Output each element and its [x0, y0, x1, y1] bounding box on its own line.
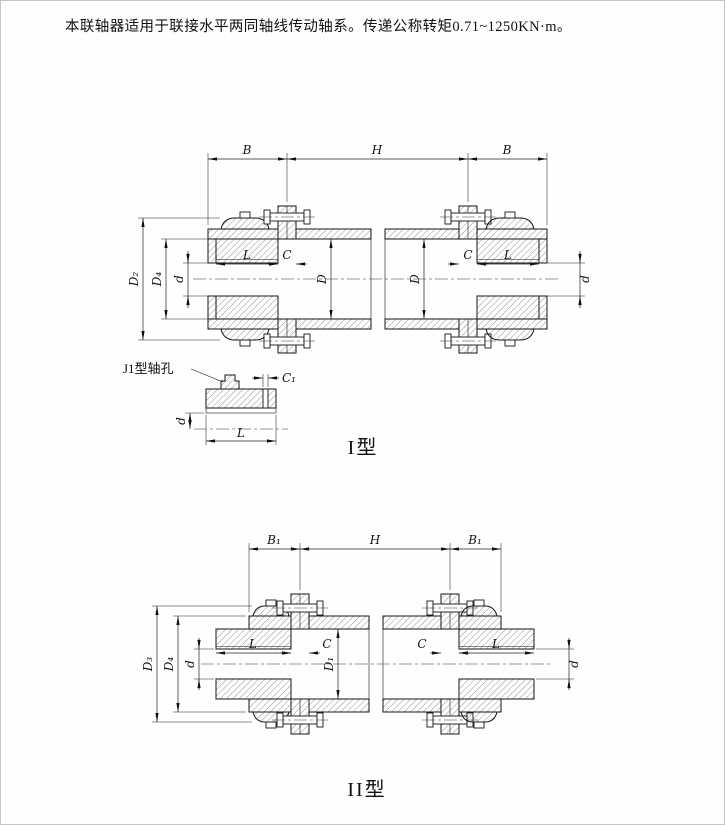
dim-label-h2: H — [369, 533, 381, 547]
dim-label-l-left-2: L — [248, 637, 257, 651]
type2-left-flange-bolts — [272, 593, 328, 735]
dim-label-d2: D₂ — [127, 272, 141, 288]
type2-right-dimensions: d — [536, 638, 581, 690]
type1-inner-dimensions: L C D D C L — [216, 239, 539, 319]
dim-label-b-left: B — [242, 143, 252, 157]
type1-left-flange-bolts — [259, 205, 315, 354]
dim-label-c-right-2: C — [417, 637, 426, 651]
dim-label-l-right: L — [503, 248, 512, 262]
dim-label-detail-l: L — [236, 426, 245, 440]
description-text: 本联轴器适用于联接水平两同轴线传动轴系。传递公称转矩0.71~1250KN·m。 — [65, 19, 572, 35]
dim-label-d-bore-right-2: d — [567, 660, 581, 668]
type2-inner-dimensions: L C D₁ C L — [216, 629, 534, 699]
type1-drawing: B H B D₂ D₄ d — [123, 143, 592, 459]
dim-label-h: H — [371, 143, 383, 157]
type1-j1-detail: C₁ L d J1型轴孔 — [123, 361, 296, 445]
dim-label-b-right: B — [502, 143, 512, 157]
type1-caption: I型 — [348, 436, 379, 459]
type1-right-dimensions: d — [541, 251, 592, 308]
dim-label-d-bore-right: d — [578, 275, 592, 283]
dim-label-c-left-2: C — [322, 637, 331, 651]
dim-label-d4-2: D₄ — [162, 657, 176, 673]
type1-right-flange-bolts — [440, 205, 496, 354]
type1-left-hub — [215, 238, 279, 320]
type2-right-hub — [458, 628, 535, 700]
dim-label-l-right-2: L — [491, 637, 500, 651]
dim-label-d-bore-left: d — [172, 275, 186, 283]
dim-label-bore-right: D — [408, 274, 422, 285]
type2-spacer-tube — [308, 615, 442, 713]
dim-label-c1: C₁ — [282, 371, 296, 385]
type1-top-dimensions: B H B — [207, 143, 548, 225]
type2-right-sleeve — [458, 599, 502, 729]
type2-drawing: B₁ H B₁ D₃ D₄ d — [141, 533, 581, 801]
type2-caption: II型 — [347, 778, 386, 801]
dim-label-c-right: C — [463, 248, 472, 262]
type2-top-dimensions: B₁ H B₁ — [248, 533, 502, 612]
dim-label-detail-d: d — [174, 417, 188, 425]
type1-right-hub — [476, 238, 540, 320]
dim-label-d4: D₄ — [150, 272, 164, 288]
dim-label-d3: D₃ — [141, 657, 155, 673]
dim-label-bore-left: D — [315, 274, 329, 285]
dim-label-d1-bore: D₁ — [322, 657, 336, 672]
dim-label-c-left: C — [282, 248, 291, 262]
dim-label-d-bore-left-2: d — [183, 660, 197, 668]
type1-left-dimensions: D₂ D₄ d — [127, 217, 220, 341]
dim-label-b1-right: B₁ — [467, 533, 482, 547]
type2-left-dimensions: D₃ D₄ d — [141, 605, 252, 723]
dim-label-l-left: L — [242, 248, 251, 262]
dim-label-b1-left: B₁ — [266, 533, 281, 547]
j1-detail-label: J1型轴孔 — [123, 361, 174, 376]
